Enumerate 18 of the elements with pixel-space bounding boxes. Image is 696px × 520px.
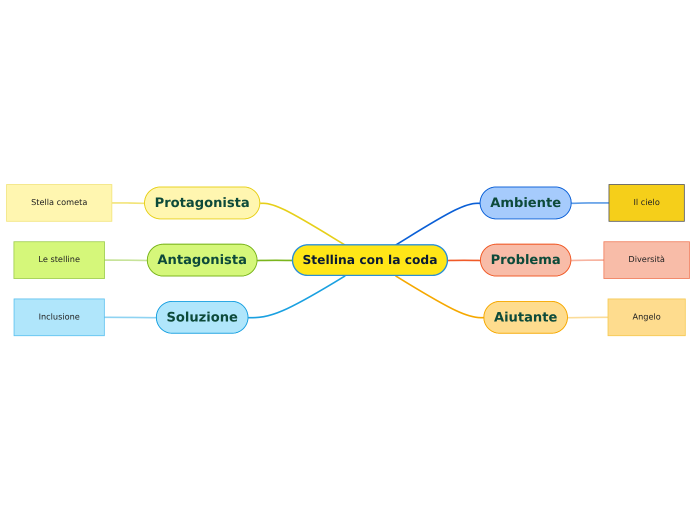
node-box: Il cielo [608,184,685,222]
node-box: Stella cometa [6,184,112,222]
connector [257,259,293,262]
connector [568,316,608,318]
node-box: Inclusione [14,298,105,336]
node-box: Angelo [608,298,686,336]
connector [104,316,157,318]
connector [104,259,148,262]
connector [448,259,481,262]
connector [571,259,604,262]
connector [260,202,346,246]
node-box: Le stelline [14,241,105,279]
connector [572,202,609,204]
node-box: Diversità [603,241,690,279]
connector [248,275,346,318]
connector [112,202,145,204]
connector [395,202,481,246]
connector [395,275,484,318]
